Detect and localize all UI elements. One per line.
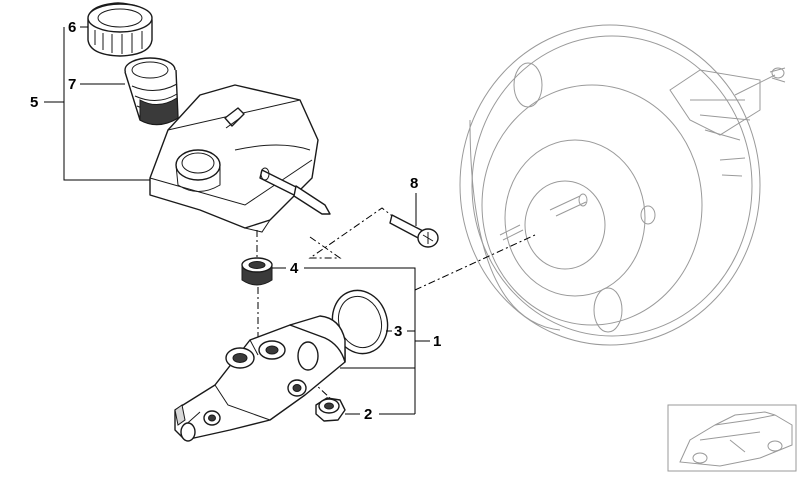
callout-4: 4 xyxy=(290,260,299,277)
leader-lines xyxy=(44,26,430,415)
master-cylinder-icon xyxy=(174,315,346,442)
callout-6: 6 xyxy=(68,19,76,36)
callout-7: 7 xyxy=(68,76,76,93)
callout-labels: 6 7 5 8 4 3 1 2 xyxy=(30,19,441,423)
callout-3: 3 xyxy=(394,323,402,340)
strainer-icon xyxy=(124,57,179,126)
brake-booster-icon xyxy=(459,24,786,346)
callout-8: 8 xyxy=(410,175,418,192)
callout-5: 5 xyxy=(30,94,38,111)
nut-icon xyxy=(315,397,346,422)
fluid-reservoir-icon xyxy=(149,84,331,233)
car-thumbnail xyxy=(667,404,797,472)
screw-icon xyxy=(389,214,439,248)
callout-2: 2 xyxy=(364,406,372,423)
grommet-icon xyxy=(241,257,273,286)
car-silhouette-icon xyxy=(679,411,793,467)
callout-1: 1 xyxy=(433,333,441,350)
reservoir-cap-icon xyxy=(87,2,153,57)
